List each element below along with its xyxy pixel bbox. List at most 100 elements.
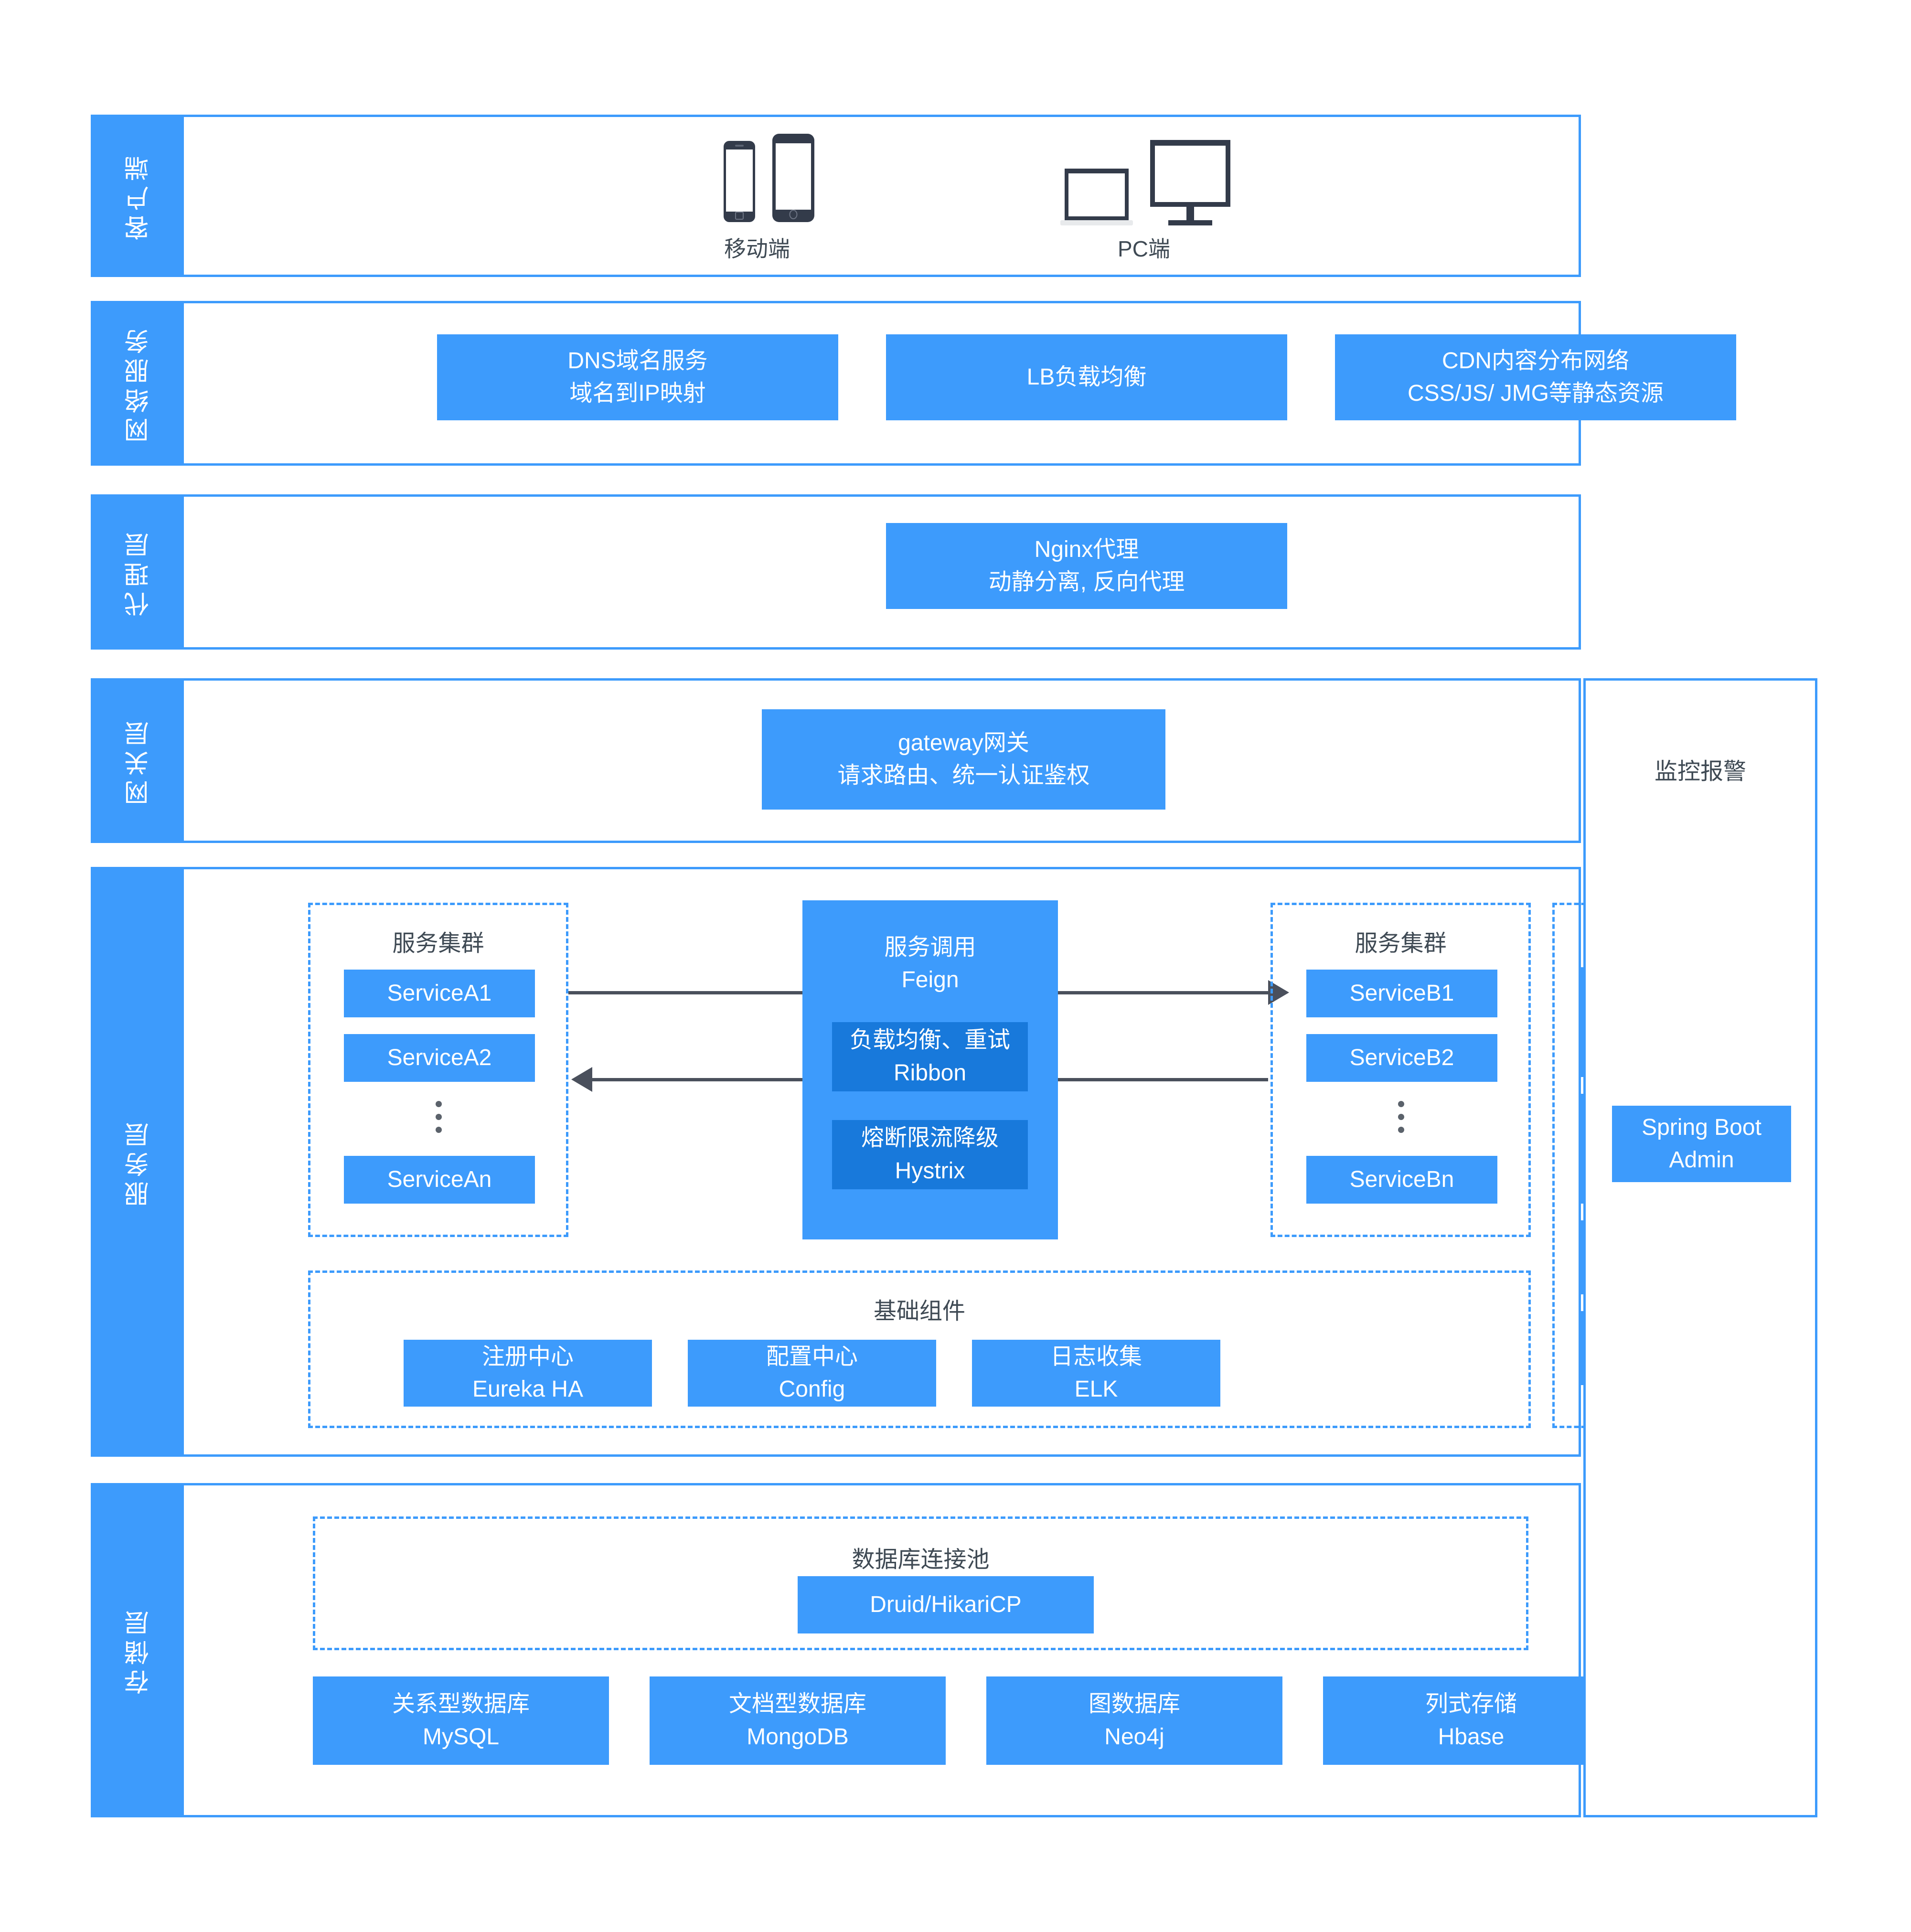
mobile-device-icons (724, 134, 814, 222)
layer-proxy: 代理层 Nginx代理 动静分离, 反向代理 (91, 494, 1581, 650)
service-b1-node[interactable]: ServiceB1 (1306, 970, 1497, 1017)
service-cluster-b-ellipsis (1398, 1101, 1404, 1133)
cdn-line2: CSS/JS/ JMG等静态资源 (1407, 381, 1664, 406)
layer-storage-label: 存储层 (93, 1485, 184, 1815)
relational-db-line2: MySQL (422, 1724, 500, 1750)
layer-gateway: 网关层 gateway网关 请求路由、统一认证鉴权 (91, 678, 1581, 843)
arrow-feign-to-a-line (592, 1078, 802, 1081)
config-center-card[interactable]: 配置中心 Config (688, 1340, 936, 1407)
cdn-card[interactable]: CDN内容分布网络 CSS/JS/ JMG等静态资源 (1335, 334, 1736, 420)
feign-card[interactable]: 服务调用 Feign 负载均衡、重试 Ribbon 熔断限流降级 Hystrix (802, 900, 1058, 1239)
config-center-line2: Config (779, 1377, 845, 1402)
service-b1-label: ServiceB1 (1349, 980, 1454, 1006)
connection-pool-card[interactable]: Druid/HikariCP (798, 1576, 1094, 1633)
load-balancer-line1: LB负载均衡 (1026, 364, 1147, 390)
ribbon-line1: 负载均衡、重试 (849, 1027, 1010, 1053)
graph-db-line2: Neo4j (1104, 1724, 1164, 1750)
load-balancer-card[interactable]: LB负载均衡 (886, 334, 1287, 420)
service-cluster-a: 服务集群 ServiceA1 ServiceA2 ServiceAn (308, 903, 568, 1237)
graph-db-line1: 图数据库 (1088, 1691, 1180, 1717)
service-a2-label: ServiceA2 (387, 1045, 492, 1070)
service-cluster-b-title: 服务集群 (1355, 931, 1447, 956)
arrow-b-to-feign-line (1058, 1078, 1268, 1081)
layer-client-label: 客户端 (93, 117, 184, 275)
relational-db-line1: 关系型数据库 (392, 1691, 530, 1717)
monitoring-panel: 监控报警 Spring Boot Admin (1583, 678, 1817, 1817)
service-cluster-a-title: 服务集群 (392, 931, 484, 956)
log-collection-line1: 日志收集 (1050, 1344, 1142, 1369)
layer-service-body: 服务集群 ServiceA1 ServiceA2 ServiceAn (184, 869, 1782, 1454)
gateway-card[interactable]: gateway网关 请求路由、统一认证鉴权 (762, 709, 1165, 810)
document-db-line2: MongoDB (747, 1724, 849, 1750)
layer-proxy-body: Nginx代理 动静分离, 反向代理 (184, 497, 1579, 647)
config-center-line1: 配置中心 (766, 1344, 858, 1369)
layer-storage: 存储层 数据库连接池 Druid/HikariCP 关系型数据库 MySQL 文… (91, 1483, 1619, 1817)
db-connection-pool-group: 数据库连接池 Druid/HikariCP (313, 1516, 1528, 1650)
service-a1-label: ServiceA1 (387, 980, 492, 1006)
spring-boot-admin-line2: Admin (1669, 1147, 1734, 1173)
relational-db-card[interactable]: 关系型数据库 MySQL (313, 1676, 609, 1765)
dns-service-line1: DNS域名服务 (567, 348, 708, 374)
service-bn-label: ServiceBn (1349, 1166, 1454, 1192)
service-a1-node[interactable]: ServiceA1 (344, 970, 535, 1017)
nginx-proxy-card[interactable]: Nginx代理 动静分离, 反向代理 (886, 523, 1287, 609)
service-an-label: ServiceAn (387, 1166, 492, 1192)
mobile-caption: 移动端 (724, 236, 790, 261)
layer-proxy-label: 代理层 (93, 497, 184, 647)
arrow-feign-to-b-line (1058, 991, 1268, 994)
nginx-proxy-line2: 动静分离, 反向代理 (988, 569, 1185, 595)
layer-storage-body: 数据库连接池 Druid/HikariCP 关系型数据库 MySQL 文档型数据… (184, 1485, 1619, 1815)
ribbon-line2: Ribbon (893, 1060, 967, 1086)
monitor-icon (1150, 140, 1230, 225)
service-an-node[interactable]: ServiceAn (344, 1156, 535, 1204)
connection-pool-label: Druid/HikariCP (870, 1591, 1022, 1617)
dns-service-line2: 域名到IP映射 (569, 381, 706, 406)
layer-gateway-body: gateway网关 请求路由、统一认证鉴权 (184, 681, 1579, 841)
columnar-store-line2: Hbase (1438, 1724, 1505, 1750)
layer-network-service: 网络服务 DNS域名服务 域名到IP映射 LB负载均衡 CDN内容分布网络 CS… (91, 301, 1736, 466)
gateway-line2: 请求路由、统一认证鉴权 (837, 763, 1090, 788)
arrow-a-to-feign-line (568, 991, 802, 994)
document-db-card[interactable]: 文档型数据库 MongoDB (650, 1676, 946, 1765)
document-db-line1: 文档型数据库 (728, 1691, 866, 1717)
service-cluster-b: 服务集群 ServiceB1 ServiceB2 ServiceBn (1270, 903, 1531, 1237)
pc-device-icons (1060, 140, 1230, 225)
nginx-proxy-line1: Nginx代理 (1034, 536, 1139, 562)
service-b2-node[interactable]: ServiceB2 (1306, 1034, 1497, 1082)
layer-service-label: 服务层 (93, 869, 184, 1454)
service-bn-node[interactable]: ServiceBn (1306, 1156, 1497, 1204)
registry-center-line1: 注册中心 (481, 1344, 574, 1369)
log-collection-line2: ELK (1074, 1377, 1118, 1402)
registry-center-card[interactable]: 注册中心 Eureka HA (404, 1340, 652, 1407)
hystrix-card[interactable]: 熔断限流降级 Hystrix (832, 1120, 1028, 1189)
pc-caption: PC端 (1118, 236, 1170, 261)
service-cluster-a-ellipsis (436, 1101, 442, 1133)
tablet-icon (772, 134, 814, 222)
layer-network-service-label: 网络服务 (93, 303, 184, 463)
spring-boot-admin-line1: Spring Boot (1642, 1114, 1762, 1140)
service-b2-label: ServiceB2 (1349, 1045, 1454, 1070)
cdn-line1: CDN内容分布网络 (1442, 348, 1629, 374)
layer-client-body: 移动端 PC端 (184, 117, 1579, 275)
service-a2-node[interactable]: ServiceA2 (344, 1034, 535, 1082)
columnar-store-line1: 列式存储 (1425, 1691, 1517, 1717)
basic-components-group: 基础组件 注册中心 Eureka HA 配置中心 Config 日志收集 ELK (308, 1270, 1531, 1428)
basic-components-title: 基础组件 (873, 1299, 965, 1324)
registry-center-line2: Eureka HA (472, 1377, 584, 1402)
log-collection-card[interactable]: 日志收集 ELK (972, 1340, 1220, 1407)
ribbon-card[interactable]: 负载均衡、重试 Ribbon (832, 1022, 1028, 1091)
layer-service: 服务层 服务集群 ServiceA1 ServiceA2 ServiceAn (91, 867, 1782, 1457)
gateway-line1: gateway网关 (898, 730, 1029, 756)
hystrix-line1: 熔断限流降级 (861, 1125, 999, 1151)
db-connection-pool-title: 数据库连接池 (852, 1547, 990, 1572)
layer-gateway-label: 网关层 (93, 681, 184, 841)
phone-icon (724, 141, 755, 222)
spring-boot-admin-card[interactable]: Spring Boot Admin (1612, 1106, 1791, 1182)
hystrix-line2: Hystrix (895, 1158, 965, 1184)
columnar-store-card[interactable]: 列式存储 Hbase (1323, 1676, 1619, 1765)
dns-service-card[interactable]: DNS域名服务 域名到IP映射 (437, 334, 838, 420)
graph-db-card[interactable]: 图数据库 Neo4j (986, 1676, 1282, 1765)
laptop-icon (1060, 169, 1133, 225)
arrow-to-a-head (571, 1067, 592, 1092)
